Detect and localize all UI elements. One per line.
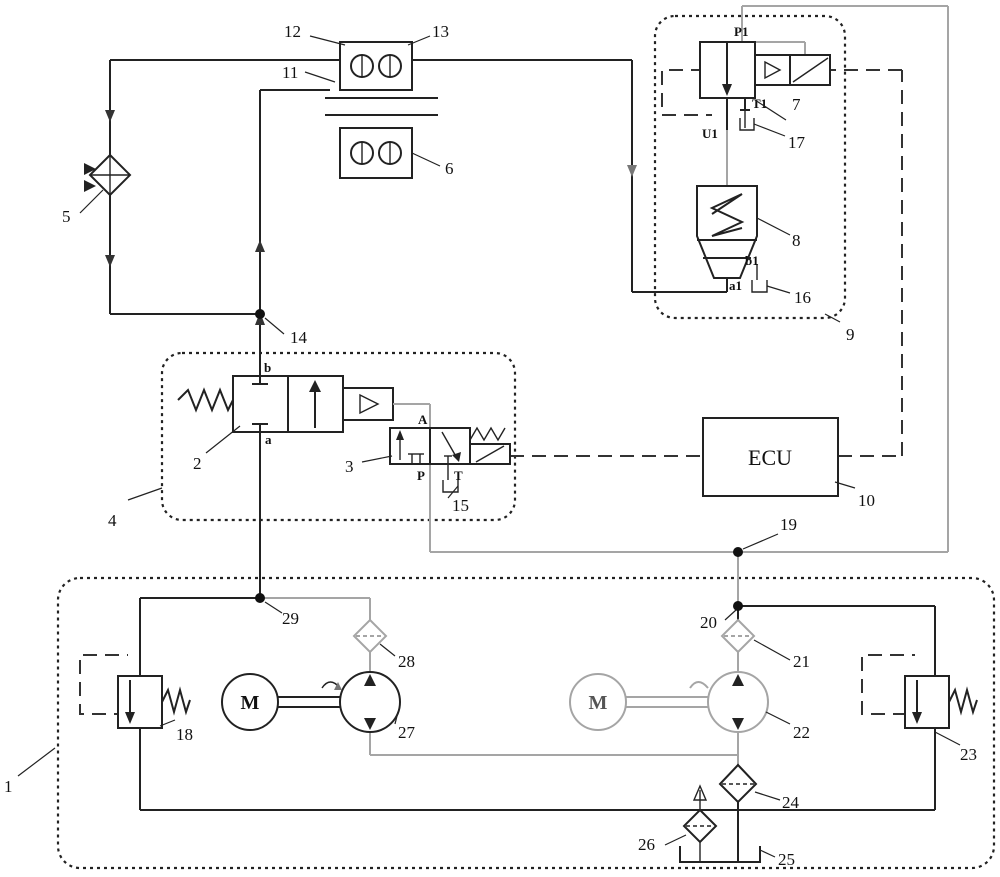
port-b: b <box>264 360 271 375</box>
accumulator-8 <box>697 186 767 292</box>
cooler-filter-5 <box>84 155 130 195</box>
label-13: 13 <box>432 22 449 41</box>
port-P: P <box>417 468 425 483</box>
filter-21 <box>722 620 754 652</box>
label-23: 23 <box>960 745 977 764</box>
ecu-label: ECU <box>748 445 792 470</box>
junction-19 <box>733 547 743 557</box>
label-8: 8 <box>792 231 801 250</box>
pump-station-boundary <box>58 578 994 868</box>
breather-filter-26 <box>684 786 716 862</box>
port-b1: b1 <box>745 253 759 268</box>
port-a: a <box>265 432 272 447</box>
label-1: 1 <box>4 777 13 796</box>
port-T: T <box>454 468 463 483</box>
label-14: 14 <box>290 328 308 347</box>
grey-hydraulic-lines <box>260 6 948 765</box>
label-15: 15 <box>452 496 469 515</box>
label-17: 17 <box>788 133 806 152</box>
label-2: 2 <box>193 454 202 473</box>
label-29: 29 <box>282 609 299 628</box>
port-A: A <box>418 412 428 427</box>
port-a1: a1 <box>729 278 742 293</box>
label-25: 25 <box>778 850 795 869</box>
label-26: 26 <box>638 835 655 854</box>
filter-28 <box>354 620 386 652</box>
tank-25 <box>680 846 760 862</box>
junction-20 <box>733 601 743 611</box>
label-9: 9 <box>846 325 855 344</box>
port-P1: P1 <box>734 24 748 39</box>
label-4: 4 <box>108 511 117 530</box>
valve-3 <box>390 428 510 492</box>
label-10: 10 <box>858 491 875 510</box>
label-20: 20 <box>700 613 717 632</box>
valve-7 <box>700 42 830 130</box>
filter-24 <box>720 765 756 802</box>
junction-14 <box>255 309 265 319</box>
junction-29 <box>255 593 265 603</box>
label-24: 24 <box>782 793 800 812</box>
label-11: 11 <box>282 63 298 82</box>
relief-valve-18 <box>118 676 190 728</box>
valve-2 <box>178 376 430 432</box>
label-3: 3 <box>345 457 354 476</box>
port-U1: U1 <box>702 126 718 141</box>
label-7: 7 <box>792 95 801 114</box>
label-22: 22 <box>793 723 810 742</box>
label-28: 28 <box>398 652 415 671</box>
label-5: 5 <box>62 207 71 226</box>
motor-right-label: M <box>589 692 608 714</box>
label-27: 27 <box>398 723 416 742</box>
label-21: 21 <box>793 652 810 671</box>
motor-left-label: M <box>241 692 260 714</box>
label-16: 16 <box>794 288 811 307</box>
label-19: 19 <box>780 515 797 534</box>
relief-valve-23 <box>905 676 977 728</box>
label-18: 18 <box>176 725 193 744</box>
label-6: 6 <box>445 159 454 178</box>
label-12: 12 <box>284 22 301 41</box>
